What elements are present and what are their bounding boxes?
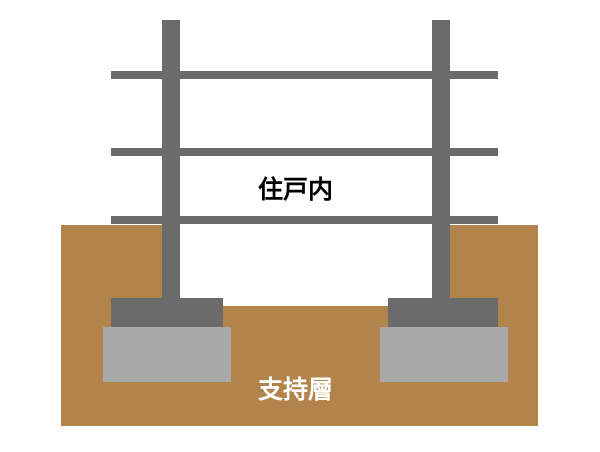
interior-space	[180, 225, 432, 306]
right-footing	[380, 327, 508, 382]
right-column	[432, 20, 450, 306]
interior-label: 住戸内	[258, 175, 334, 204]
floor-beam-middle	[111, 148, 498, 156]
floor-beam-bottom	[111, 216, 498, 224]
right-foundation-beam	[388, 298, 498, 328]
left-foundation-beam	[111, 298, 223, 328]
bearing-layer-label: 支持層	[258, 375, 334, 404]
left-column	[162, 20, 180, 306]
left-footing	[103, 327, 231, 382]
floor-beam-top	[111, 71, 498, 79]
